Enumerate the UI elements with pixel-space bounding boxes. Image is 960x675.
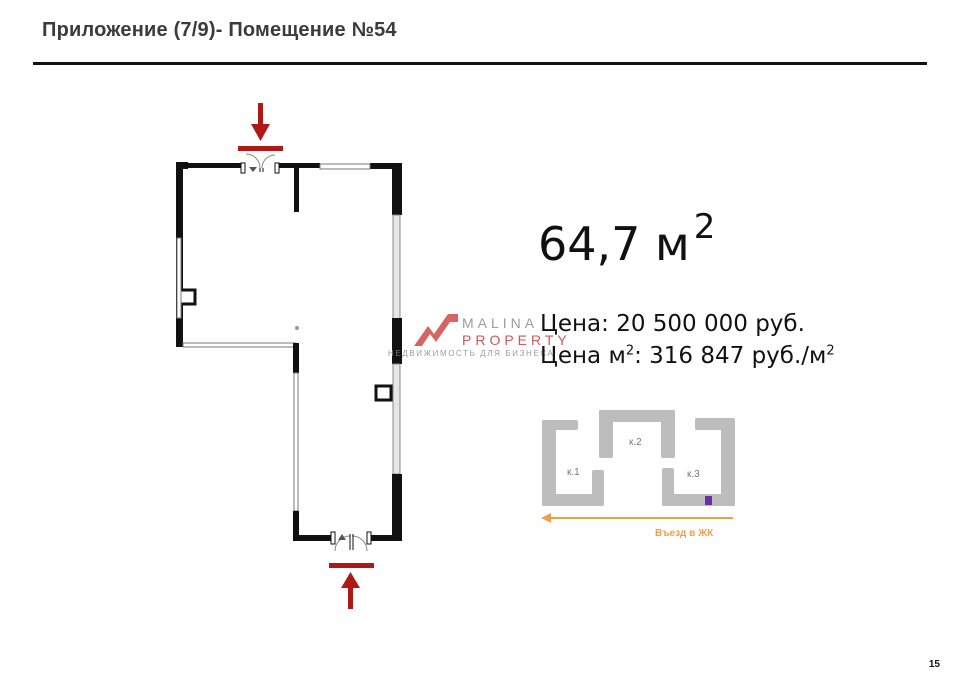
building-2-label: к.2 xyxy=(629,437,642,448)
price: Цена: 20 500 000 руб. xyxy=(540,311,805,337)
entry-arrow-head xyxy=(541,513,551,523)
building-3 xyxy=(662,418,735,506)
bottom-entrance-arrow xyxy=(329,563,374,609)
title-divider xyxy=(33,62,927,65)
area-number: 64,7 м xyxy=(538,217,690,271)
ppm-sup-1: 2 xyxy=(625,343,635,359)
watermark: MALINA PROPERTY НЕДВИЖИМОСТЬ ДЛЯ БИЗНЕСА xyxy=(388,312,568,362)
page-number: 15 xyxy=(928,659,940,670)
malina-logo-icon xyxy=(414,314,458,346)
page-title: Приложение (7/9)- Помещение №54 xyxy=(42,19,397,41)
buildings xyxy=(542,410,735,506)
ppm-prefix: Цена м xyxy=(540,343,626,369)
building-1-label: к.1 xyxy=(567,467,580,478)
site-plan: к.1 к.2 к.3 Въезд в ЖК xyxy=(541,410,735,539)
building-1 xyxy=(542,420,604,506)
price-per-m2: Цена м2: 316 847 руб./м2 xyxy=(540,343,835,369)
building-2 xyxy=(599,410,675,458)
ppm-sup-2: 2 xyxy=(826,343,835,359)
bottom-door xyxy=(330,531,372,552)
unit-highlight xyxy=(705,496,712,505)
ppm-value: : 316 847 руб./м xyxy=(634,343,827,369)
area-unit-superscript: 2 xyxy=(693,207,716,247)
top-entrance-arrow xyxy=(238,103,283,151)
watermark-line3: НЕДВИЖИМОСТЬ ДЛЯ БИЗНЕСА xyxy=(388,349,555,358)
watermark-line1: MALINA xyxy=(462,315,539,331)
walls xyxy=(176,162,402,541)
building-3-label: к.3 xyxy=(687,469,700,480)
top-door xyxy=(240,153,280,174)
entry-label: Въезд в ЖК xyxy=(655,528,714,539)
watermark-line2: PROPERTY xyxy=(462,332,571,348)
